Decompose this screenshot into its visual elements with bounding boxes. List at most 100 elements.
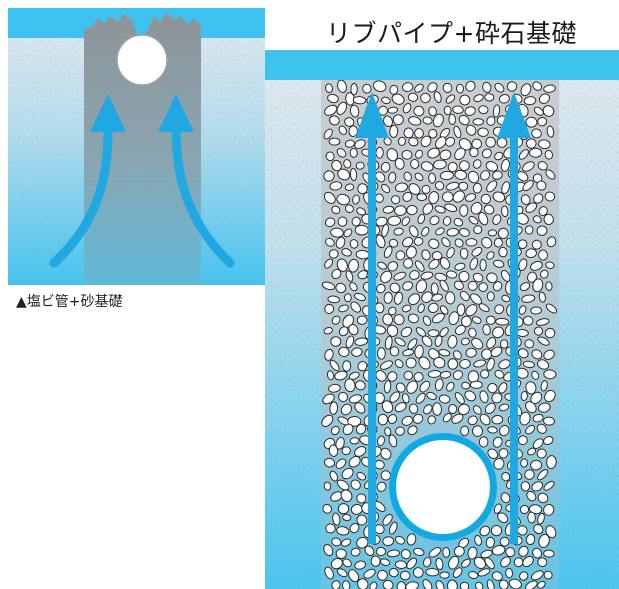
stone [350, 82, 358, 96]
stone [493, 259, 505, 268]
stone [495, 317, 510, 326]
upward-flow-arrow-icon [49, 94, 126, 268]
stone [516, 328, 529, 338]
stone [336, 568, 348, 578]
stone [505, 547, 516, 558]
stone [517, 239, 528, 249]
stone [421, 249, 431, 261]
stone [545, 303, 558, 314]
stone [336, 148, 347, 158]
stone [350, 301, 362, 313]
stone [414, 344, 424, 359]
stone [468, 570, 479, 580]
stone [497, 227, 509, 239]
stone [370, 555, 381, 567]
stone [543, 503, 555, 516]
stone [394, 535, 406, 545]
stone [434, 335, 443, 347]
stone [420, 92, 431, 104]
stone [428, 128, 438, 139]
stone [454, 238, 464, 248]
stone [543, 213, 554, 225]
stone [382, 313, 394, 326]
stone [454, 169, 467, 180]
stone [518, 149, 529, 160]
stone [335, 236, 346, 249]
stone [522, 556, 534, 567]
stone [324, 83, 334, 93]
stone [485, 536, 495, 548]
upward-flow-arrow-icon [158, 94, 235, 268]
stone [469, 147, 479, 158]
stone [479, 258, 487, 272]
stone [428, 106, 437, 117]
stone [442, 413, 452, 423]
stone [342, 360, 352, 372]
stone [402, 281, 414, 291]
stone [442, 191, 454, 203]
stone [492, 214, 502, 225]
stone [480, 193, 492, 205]
stone [334, 370, 348, 381]
stone [543, 435, 554, 446]
stone [415, 149, 423, 159]
stone [369, 581, 378, 589]
stone [471, 316, 482, 324]
stone [340, 403, 353, 416]
stone [380, 270, 393, 284]
stone [345, 270, 354, 282]
stone [336, 258, 348, 272]
stone [326, 370, 335, 381]
stone [324, 104, 338, 116]
stone [523, 96, 537, 106]
stone [471, 246, 483, 257]
stone [532, 215, 542, 224]
stone [486, 116, 496, 126]
stone [381, 183, 391, 194]
stone [485, 136, 496, 148]
stone [486, 180, 498, 193]
stone [357, 183, 368, 195]
stone [501, 294, 511, 303]
stone [337, 168, 351, 181]
stone [538, 249, 548, 261]
stone [453, 545, 465, 557]
stone [351, 216, 361, 227]
stone [344, 139, 355, 148]
stone [421, 226, 430, 237]
stone [427, 147, 440, 159]
stone [539, 269, 549, 279]
stone [531, 239, 542, 250]
stone [401, 304, 412, 313]
stone [499, 424, 510, 437]
stone [439, 571, 450, 579]
stone [520, 481, 531, 492]
stone [433, 356, 446, 369]
stone [532, 547, 543, 559]
stone [473, 225, 483, 235]
stone [322, 503, 333, 514]
stone [537, 512, 545, 525]
stone [497, 512, 509, 524]
stone [458, 114, 470, 126]
stone [439, 305, 449, 315]
stone [500, 556, 511, 568]
stone [426, 391, 437, 401]
stone [420, 271, 434, 280]
stone [484, 557, 495, 570]
stone [407, 92, 419, 102]
stone [388, 238, 399, 248]
stone [376, 481, 387, 492]
stone [498, 403, 510, 412]
stone [452, 567, 463, 578]
stone [446, 227, 459, 237]
stone [439, 170, 454, 181]
stone [405, 581, 419, 589]
stone [329, 181, 343, 191]
stone [393, 271, 407, 281]
stone [474, 534, 483, 546]
stone [545, 281, 553, 291]
stone [520, 83, 532, 97]
stone [447, 358, 459, 370]
stone [493, 458, 505, 470]
